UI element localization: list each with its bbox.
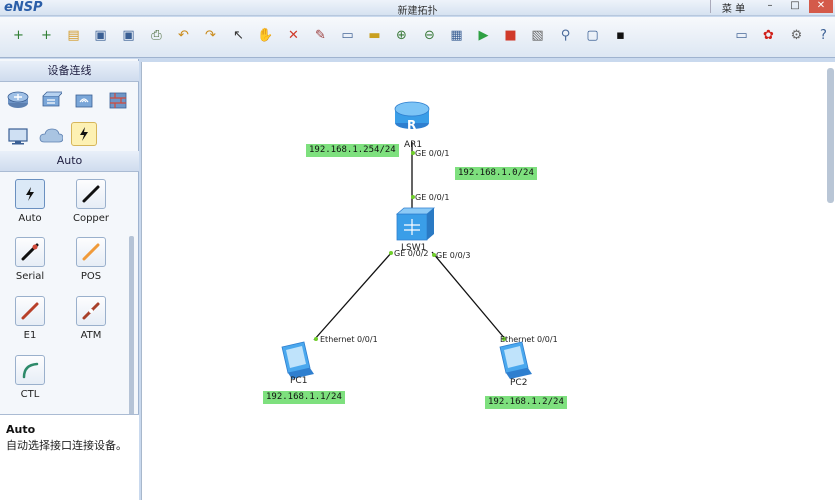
- cable-label: E1: [23, 330, 37, 341]
- topology-canvas[interactable]: GE 0/0/1 GE 0/0/1 GE 0/0/2 GE 0/0/3 Ethe…: [141, 62, 835, 500]
- port-label-lsw-ge1: GE 0/0/1: [415, 193, 449, 202]
- app-logo: eNSP: [4, 0, 43, 15]
- title-bar: eNSP 新建拓扑 菜 单 – □ ✕: [0, 0, 835, 17]
- print-icon[interactable]: ⎙: [151, 28, 162, 43]
- cable-label: POS: [80, 271, 102, 282]
- description-text: 自动选择接口连接设备。: [6, 439, 127, 452]
- close-button[interactable]: ✕: [809, 0, 833, 13]
- cable-list-scrollbar[interactable]: [129, 236, 134, 451]
- cable-label: Auto: [18, 213, 42, 224]
- zoom-in-icon[interactable]: ⊕: [396, 28, 407, 43]
- maximize-button[interactable]: □: [790, 0, 800, 11]
- help-icon[interactable]: ?: [820, 28, 827, 43]
- device-name-pc1[interactable]: PC1: [290, 376, 308, 386]
- undo-icon[interactable]: ↶: [178, 28, 189, 43]
- description-title: Auto: [6, 423, 36, 436]
- switch-category-icon[interactable]: [38, 88, 64, 112]
- link-lsw1-pc1: [313, 251, 393, 341]
- cable-pos[interactable]: POS: [61, 237, 121, 292]
- address-label-ar1[interactable]: 192.168.1.254/24: [306, 144, 399, 157]
- zoom-out-icon[interactable]: ⊖: [424, 28, 435, 43]
- text-note-icon[interactable]: ▭: [341, 28, 354, 43]
- cable-label: ATM: [80, 330, 102, 341]
- cable-label: Serial: [15, 271, 45, 282]
- cable-label: CTL: [20, 389, 40, 400]
- canvas-scrollbar[interactable]: [827, 68, 834, 203]
- chat-icon[interactable]: ▭: [735, 28, 748, 43]
- cable-e1[interactable]: E1: [0, 296, 60, 351]
- pc2-icon[interactable]: [499, 341, 532, 379]
- ctl-cable-icon: [15, 355, 45, 385]
- cable-category-icon[interactable]: [71, 122, 97, 146]
- topology-svg: GE 0/0/1 GE 0/0/1 GE 0/0/2 GE 0/0/3 Ethe…: [281, 101, 558, 379]
- cable-ctl[interactable]: CTL: [0, 355, 60, 410]
- main-toolbar: + + ▤ ▣ ▣ ⎙ ↶ ↷ ↖ ✋ ✕ ✎ ▭ ▬ ⊕ ⊖ ▦ ▶ ■ ▧ ⚲ ▢ ▪ ▭ ✿ ⚙?: [0, 17, 835, 58]
- delete-link-icon[interactable]: ✎: [315, 28, 326, 43]
- open-icon[interactable]: ▤: [67, 28, 80, 43]
- grid-icon[interactable]: ▢: [586, 28, 599, 43]
- capture-icon[interactable]: ▧: [531, 28, 544, 43]
- save-icon[interactable]: ▣: [94, 28, 107, 43]
- atm-cable-icon: [76, 296, 106, 326]
- devices-header: 设备连线: [0, 61, 139, 82]
- cable-auto[interactable]: Auto: [0, 179, 60, 234]
- cable-atm[interactable]: ATM: [61, 296, 121, 351]
- cable-serial[interactable]: Serial: [0, 237, 60, 292]
- cable-copper[interactable]: Copper: [61, 179, 121, 234]
- settings-gear-icon[interactable]: ⚙: [790, 28, 803, 43]
- port-dot: [411, 151, 415, 155]
- show-ports-icon[interactable]: ▦: [450, 28, 463, 43]
- e1-cable-icon: [15, 296, 45, 326]
- firewall-category-icon[interactable]: [105, 88, 131, 112]
- topology-icon[interactable]: ⚲: [560, 28, 571, 43]
- save-as-icon[interactable]: ▣: [122, 28, 135, 43]
- cables-header: Auto: [0, 151, 139, 172]
- router-category-icon[interactable]: [5, 88, 31, 112]
- cloud-category-icon[interactable]: [38, 124, 64, 148]
- stop-device-icon[interactable]: ■: [504, 28, 517, 43]
- cable-label: Copper: [72, 213, 110, 224]
- description-box: Auto 自动选择接口连接设备。: [0, 414, 139, 500]
- port-dot: [389, 251, 393, 255]
- address-label-pc1[interactable]: 192.168.1.1/24: [263, 391, 345, 404]
- delete-icon[interactable]: ✕: [288, 28, 299, 43]
- copper-cable-icon: [76, 179, 106, 209]
- address-label-pc2[interactable]: 192.168.1.2/24: [485, 396, 567, 409]
- pos-cable-icon: [76, 237, 106, 267]
- pan-hand-icon[interactable]: ✋: [257, 28, 274, 43]
- shape-icon[interactable]: ▬: [368, 28, 381, 43]
- port-label-lsw-ge3: GE 0/0/3: [436, 251, 470, 260]
- redo-icon[interactable]: ↷: [205, 28, 216, 43]
- port-dot: [411, 195, 415, 199]
- new-topology-icon[interactable]: +: [13, 28, 24, 43]
- port-label-ar1: GE 0/0/1: [415, 149, 449, 158]
- auto-cable-icon: [15, 179, 45, 209]
- device-name-ar1[interactable]: AR1: [404, 140, 423, 150]
- switch-lsw1-icon[interactable]: [395, 207, 436, 241]
- minimize-button[interactable]: –: [767, 0, 773, 11]
- select-icon[interactable]: ↖: [233, 28, 244, 43]
- device-name-lsw1[interactable]: LSW1: [401, 243, 427, 253]
- serial-cable-icon: [15, 237, 45, 267]
- link-lsw1-pc2: [431, 251, 507, 341]
- port-dot: [432, 253, 436, 257]
- new-project-icon[interactable]: +: [41, 28, 52, 43]
- window-title: 新建拓扑: [397, 6, 438, 17]
- menu-button[interactable]: 菜 单: [710, 0, 756, 15]
- port-label-lsw-ge2: GE 0/0/2: [394, 249, 428, 258]
- router-ar1-icon[interactable]: R: [394, 101, 430, 132]
- console-icon[interactable]: ▪: [616, 28, 625, 43]
- pc1-icon[interactable]: [281, 341, 314, 379]
- port-label-pc2: Ethernet 0/0/1: [500, 335, 558, 344]
- wlan-category-icon[interactable]: [71, 88, 97, 112]
- start-device-icon[interactable]: ▶: [478, 28, 489, 43]
- svg-text:R: R: [407, 118, 416, 132]
- terminal-category-icon[interactable]: [5, 124, 31, 148]
- device-name-pc2[interactable]: PC2: [510, 378, 528, 388]
- port-label-pc1: Ethernet 0/0/1: [320, 335, 378, 344]
- address-label-network[interactable]: 192.168.1.0/24: [455, 167, 537, 180]
- port-dot: [314, 337, 318, 341]
- huawei-logo-icon[interactable]: ✿: [763, 28, 774, 43]
- port-dot: [502, 337, 506, 341]
